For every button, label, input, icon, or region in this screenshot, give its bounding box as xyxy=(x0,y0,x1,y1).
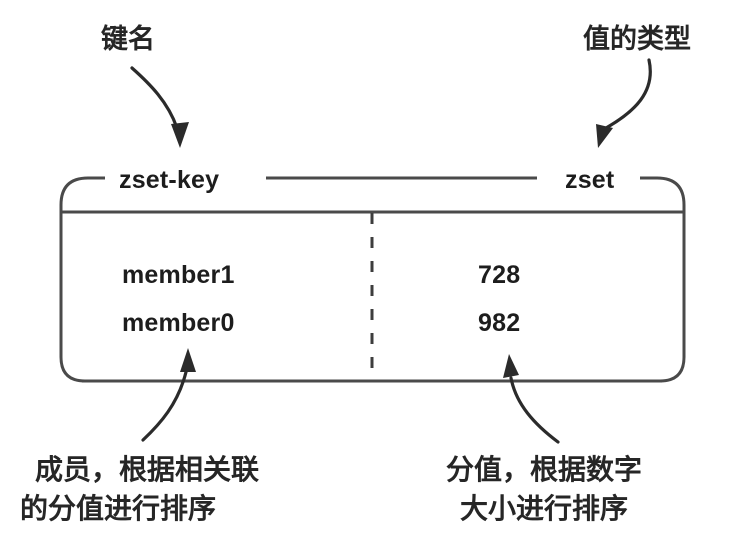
value-type-callout-label: 值的类型 xyxy=(583,23,691,54)
member-note-line-1: 成员，根据相关联 xyxy=(35,454,259,485)
key-name-arrowhead-icon xyxy=(171,122,189,148)
member-note-line-2: 的分值进行排序 xyxy=(20,492,216,524)
value-type-callout-arrow xyxy=(604,58,652,130)
key-name-label: zset-key xyxy=(119,166,219,194)
member-cell-0: member1 xyxy=(122,261,235,289)
score-note-line-1: 分值，根据数字 xyxy=(446,453,642,485)
score-note-arrow xyxy=(509,376,560,444)
structure-box-left-edge xyxy=(59,176,105,383)
score-note-arrowhead-icon xyxy=(503,354,519,378)
structure-box-right-edge xyxy=(640,176,686,383)
score-cell-0: 728 xyxy=(478,261,520,289)
score-cell-1: 982 xyxy=(478,309,520,337)
member-note-arrowhead-icon xyxy=(180,348,196,372)
key-name-callout-arrow xyxy=(130,66,179,130)
score-note-line-2: 大小进行排序 xyxy=(460,492,628,524)
member-note-arrow xyxy=(141,370,188,442)
key-name-callout-label: 键名 xyxy=(101,23,155,54)
value-type-label: zset xyxy=(565,166,615,194)
member-cell-1: member0 xyxy=(122,309,235,337)
value-type-arrowhead-icon xyxy=(596,124,613,148)
